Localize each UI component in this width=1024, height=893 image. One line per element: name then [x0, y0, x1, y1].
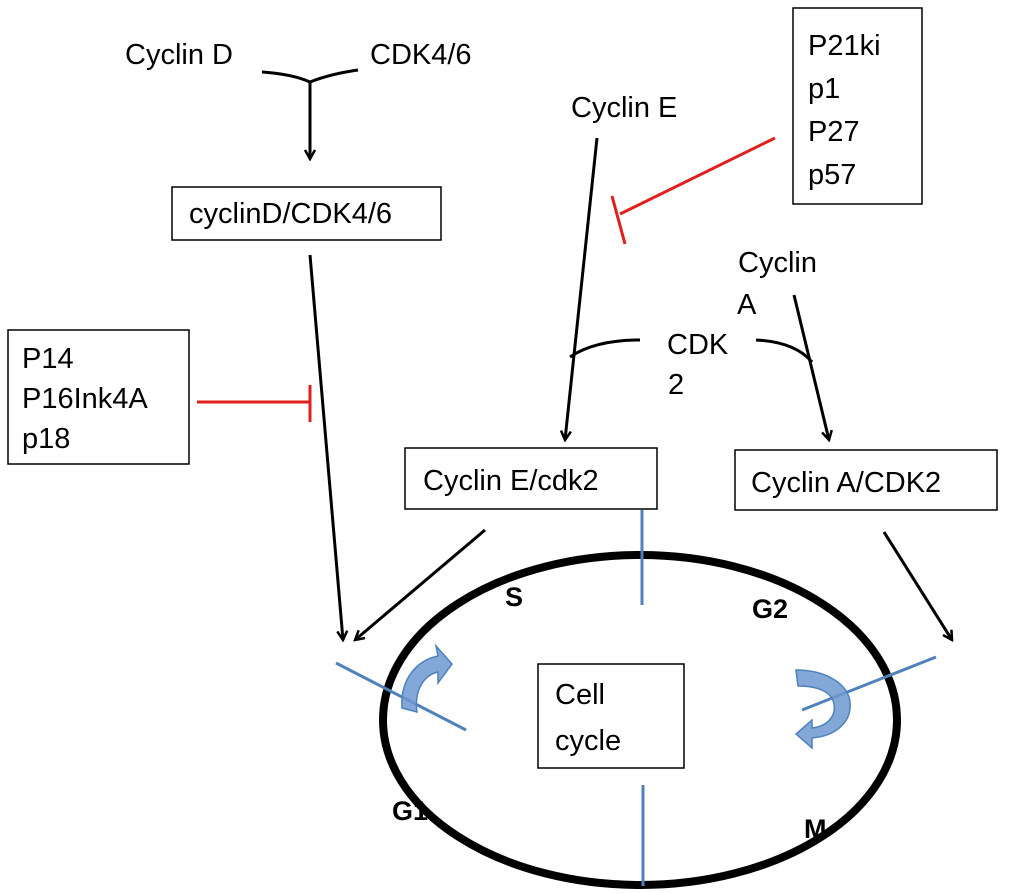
- cip-kip-item: P27: [808, 116, 860, 148]
- ink4-item: P16Ink4A: [22, 383, 148, 415]
- svg-text:Cyclin E/cdk2: Cyclin E/cdk2: [423, 465, 599, 497]
- phase-rotation-arrows: [401, 643, 851, 750]
- cyclin-e-label: Cyclin E: [571, 92, 677, 124]
- svg-text:Cell: Cell: [555, 679, 605, 711]
- phase-s-label: S: [505, 582, 523, 612]
- cell-cycle-ellipse: [379, 551, 901, 889]
- cyclina-cdk2-merge-connector: [755, 294, 829, 440]
- svg-text:cyclinD/CDK4/6: cyclinD/CDK4/6: [189, 198, 392, 230]
- svg-text:Cyclin A/CDK2: Cyclin A/CDK2: [751, 467, 941, 499]
- cdk46-label: CDK4/6: [370, 39, 472, 71]
- cycline-cdk2-to-g1-arrow: [355, 528, 486, 640]
- cip-kip-item: p57: [808, 159, 856, 191]
- checkpoint-lines: [335, 510, 937, 886]
- phase-g1-label: G1: [392, 796, 428, 826]
- svg-text:cycle: cycle: [555, 725, 621, 757]
- ink4-item: p18: [22, 423, 70, 455]
- cdk2-label-line1: CDK: [667, 329, 729, 361]
- cyclind-to-g1-arrow: [308, 254, 343, 640]
- cdk2-label-line2: 2: [668, 369, 684, 401]
- g1-rotation-arrow: [401, 643, 453, 714]
- cyclin-a-label-line2: A: [737, 289, 757, 321]
- cyclin-a-label-line1: Cyclin: [738, 247, 817, 279]
- cycline-cdk2-merge-connector: [565, 137, 641, 440]
- cip-kip-inhibition-line: [610, 136, 776, 245]
- cyclind-cdk46-complex-box: cyclinD/CDK4/6: [171, 186, 442, 241]
- ink4-inhibition-line: [197, 385, 312, 422]
- cyclina-cdk2-to-g2m-arrow: [882, 531, 952, 640]
- cip-kip-item: P21ki: [808, 30, 881, 62]
- g1-checkpoint-line: [335, 661, 467, 732]
- ink4-inhibitor-box: P14 P16Ink4A p18: [7, 329, 190, 465]
- cyclind-cdk46-merge-connector: [261, 68, 359, 159]
- phase-m-label: M: [804, 814, 827, 844]
- cip-kip-item: p1: [808, 73, 840, 105]
- cell-cycle-center-box: Cell cycle: [537, 663, 685, 769]
- ink4-item: P14: [22, 343, 74, 375]
- cyclin-d-label: Cyclin D: [125, 39, 233, 71]
- cycline-cdk2-complex-box: Cyclin E/cdk2: [404, 447, 658, 510]
- g2m-rotation-arrow: [794, 669, 851, 750]
- g2m-checkpoint-line: [801, 655, 937, 712]
- phase-g2-label: G2: [752, 594, 788, 624]
- cip-kip-inhibitor-box: P21ki p1 P27 p57: [792, 7, 923, 205]
- cyclina-cdk2-complex-box: Cyclin A/CDK2: [734, 449, 998, 511]
